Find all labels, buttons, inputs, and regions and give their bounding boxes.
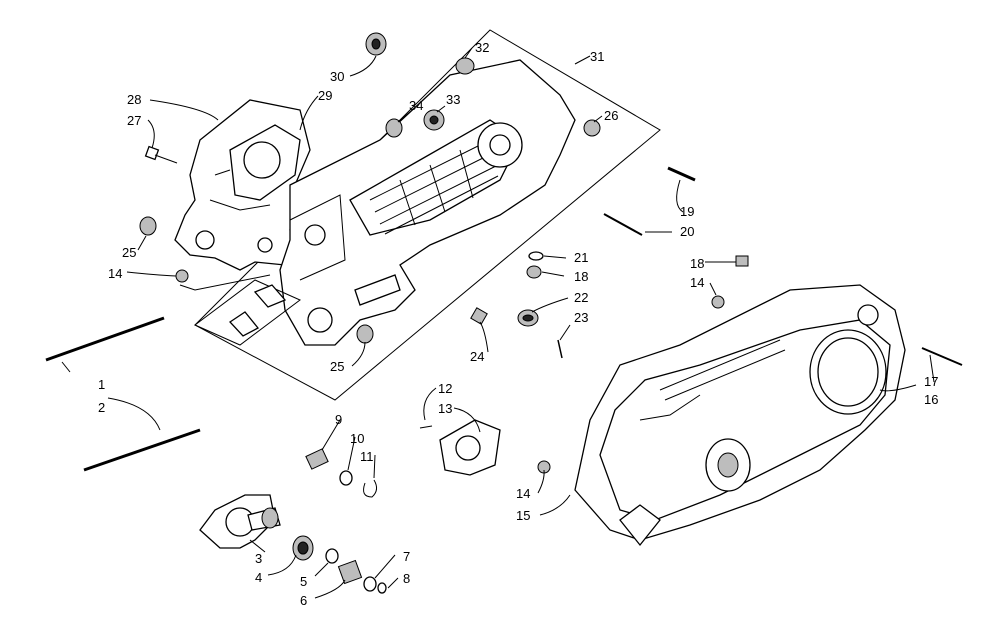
- gasket-13: [419, 419, 501, 476]
- stud-1: [45, 316, 165, 362]
- right-crankcase-drawing: [279, 59, 576, 346]
- washer-5: [325, 548, 339, 564]
- bearing-32: [455, 57, 475, 75]
- bolt-19: [667, 166, 696, 182]
- callout-18-left: 18: [574, 269, 588, 284]
- leader-lines: [61, 47, 935, 599]
- cap-21: [528, 251, 544, 261]
- bolt-24: [470, 307, 488, 325]
- callout-20: 20: [680, 224, 694, 239]
- callout-8: 8: [403, 571, 410, 586]
- callout-3: 3: [255, 551, 262, 566]
- clip-8: [377, 582, 387, 594]
- callout-12: 12: [438, 381, 452, 396]
- callout-34: 34: [409, 98, 423, 113]
- callout-28: 28: [127, 92, 141, 107]
- callout-7: 7: [403, 549, 410, 564]
- callout-9: 9: [335, 412, 342, 427]
- crankcase-bolt-drawing: [229, 284, 287, 337]
- left-crankcase-drawing: [174, 99, 311, 271]
- bearing-34: [385, 118, 403, 138]
- stud-2: [83, 428, 201, 472]
- callout-14-right: 14: [690, 275, 704, 290]
- callout-16: 16: [924, 392, 938, 407]
- callout-32: 32: [475, 40, 489, 55]
- callout-2: 2: [98, 400, 105, 415]
- dowel-14-right: [711, 295, 725, 309]
- callout-1: 1: [98, 377, 105, 392]
- oil-plug-9: [305, 448, 329, 470]
- callout-4: 4: [255, 570, 262, 585]
- callout-21: 21: [574, 250, 588, 265]
- dowel-25-top: [139, 216, 157, 236]
- washer-7: [363, 576, 377, 592]
- kick-starter-gear-3: [199, 494, 281, 549]
- callout-22: 22: [574, 290, 588, 305]
- o-ring-10: [339, 470, 353, 486]
- callout-27: 27: [127, 113, 141, 128]
- callout-10: 10: [350, 431, 364, 446]
- callout-14-bottom: 14: [516, 486, 530, 501]
- bolt-18-b: [735, 255, 749, 267]
- callout-30: 30: [330, 69, 344, 84]
- callout-33: 33: [446, 92, 460, 107]
- callout-14-left: 14: [108, 266, 122, 281]
- bolt-group-outline: [194, 279, 301, 346]
- callout-18-right: 18: [690, 256, 704, 271]
- callout-11: 11: [360, 449, 374, 464]
- callout-15: 15: [516, 508, 530, 523]
- callout-25-top: 25: [122, 245, 136, 260]
- callout-29: 29: [318, 88, 332, 103]
- callout-31: 31: [590, 49, 604, 64]
- callout-26: 26: [604, 108, 618, 123]
- washer-18-a: [526, 265, 542, 279]
- callout-13: 13: [438, 401, 452, 416]
- dowel-25-bottom: [356, 324, 374, 344]
- callout-25-bottom: 25: [330, 359, 344, 374]
- clutch-cover-16: [574, 284, 906, 547]
- bolt-20: [603, 213, 643, 236]
- spacer-6: [337, 559, 363, 585]
- callout-19: 19: [680, 204, 694, 219]
- spring-clip-11: [363, 479, 378, 498]
- bolt-17: [921, 347, 963, 366]
- pin-23: [557, 339, 563, 359]
- dowel-14-left: [175, 269, 189, 283]
- callout-17: 17: [924, 374, 938, 389]
- callout-24: 24: [470, 349, 484, 364]
- callout-6: 6: [300, 593, 307, 608]
- callout-23: 23: [574, 310, 588, 325]
- callout-labels: 1 2 3 4 5 6 7 8 9 10 11 12 13 14 15 16 1…: [98, 40, 938, 608]
- callout-5: 5: [300, 574, 307, 589]
- bearing-26: [583, 119, 601, 137]
- bolt-27: [144, 145, 178, 164]
